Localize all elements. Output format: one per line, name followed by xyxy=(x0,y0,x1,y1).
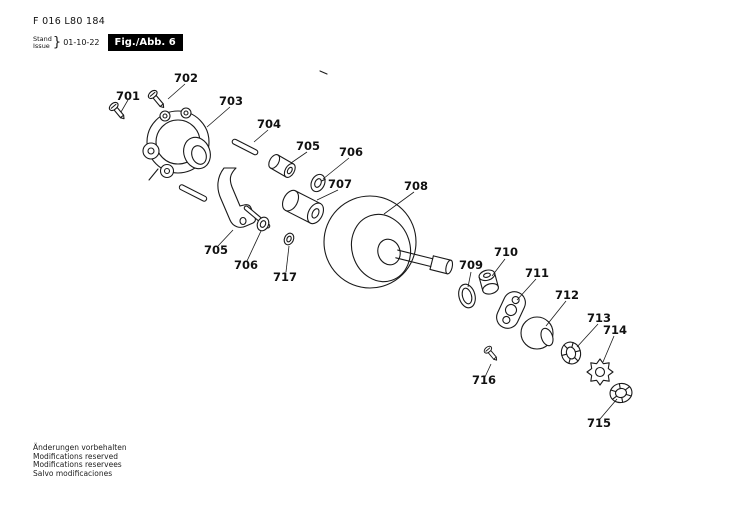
callout-705-lower: 705 xyxy=(204,243,228,257)
notice-de: Änderungen vorbehalten xyxy=(33,443,127,452)
callout-706: 706 xyxy=(339,145,363,159)
issue-block: Stand Issue } 01-10-22 Fig./Abb. 6 xyxy=(33,34,183,51)
notice-en: Modifications reserved xyxy=(33,451,118,461)
part-716-screw xyxy=(483,345,498,361)
part-712-knob xyxy=(520,316,554,350)
part-714-star-wheel xyxy=(586,358,614,386)
stand-label: Stand xyxy=(33,34,52,43)
leader-lines xyxy=(120,83,618,420)
part-708-drum xyxy=(323,195,454,289)
part-706-washer xyxy=(310,173,326,193)
part-709-ring xyxy=(458,283,476,309)
callout-707: 707 xyxy=(328,177,352,191)
part-701-screw xyxy=(108,101,125,120)
part-711-plate xyxy=(496,291,526,329)
part-713-washer xyxy=(560,341,582,365)
part-704-pin xyxy=(231,138,259,156)
footer-notices: Änderungen vorbehalten Modifications res… xyxy=(33,443,127,478)
notice-fr: Modifications reservees xyxy=(33,460,122,469)
part-717-washer xyxy=(283,232,295,246)
stray-mark xyxy=(319,70,328,75)
part-710-bushing xyxy=(478,269,499,295)
callout-labels: 701 702 703 704 705 706 707 708 705 706 … xyxy=(116,71,627,430)
part-707-cylinder xyxy=(281,189,325,225)
header: F 016 L80 184 xyxy=(33,16,105,27)
part-702-screw xyxy=(147,89,165,109)
figure-badge: Fig./Abb. 6 xyxy=(107,34,183,51)
callout-710: 710 xyxy=(494,245,518,259)
callout-702: 702 xyxy=(174,71,198,85)
document-number: F 016 L80 184 xyxy=(33,16,106,27)
part-705-lever xyxy=(217,167,256,228)
part-704-pin-lower xyxy=(178,184,208,202)
callout-701: 701 xyxy=(116,89,140,103)
callout-715: 715 xyxy=(587,416,611,430)
callout-708: 708 xyxy=(404,179,428,193)
part-703-housing xyxy=(142,107,211,181)
callout-713: 713 xyxy=(587,311,611,325)
part-715-nut xyxy=(609,382,633,404)
callout-716: 716 xyxy=(472,373,496,387)
callout-712: 712 xyxy=(555,288,579,302)
callout-711: 711 xyxy=(525,266,549,280)
callout-709: 709 xyxy=(459,258,483,272)
callout-704: 704 xyxy=(257,117,281,131)
callout-703: 703 xyxy=(219,94,243,108)
callout-714: 714 xyxy=(603,323,627,337)
issue-labels: Stand Issue xyxy=(33,34,52,50)
part-705-bushing xyxy=(268,154,296,178)
part-706-washer-lower xyxy=(256,216,270,232)
callout-717: 717 xyxy=(273,270,297,284)
callout-706-lower: 706 xyxy=(234,258,258,272)
callout-705: 705 xyxy=(296,139,320,153)
notice-es: Salvo modificaciones xyxy=(33,468,113,478)
issue-date: 01-10-22 xyxy=(63,38,100,47)
issue-label: Issue xyxy=(33,41,50,50)
brace-glyph: } xyxy=(52,35,62,50)
